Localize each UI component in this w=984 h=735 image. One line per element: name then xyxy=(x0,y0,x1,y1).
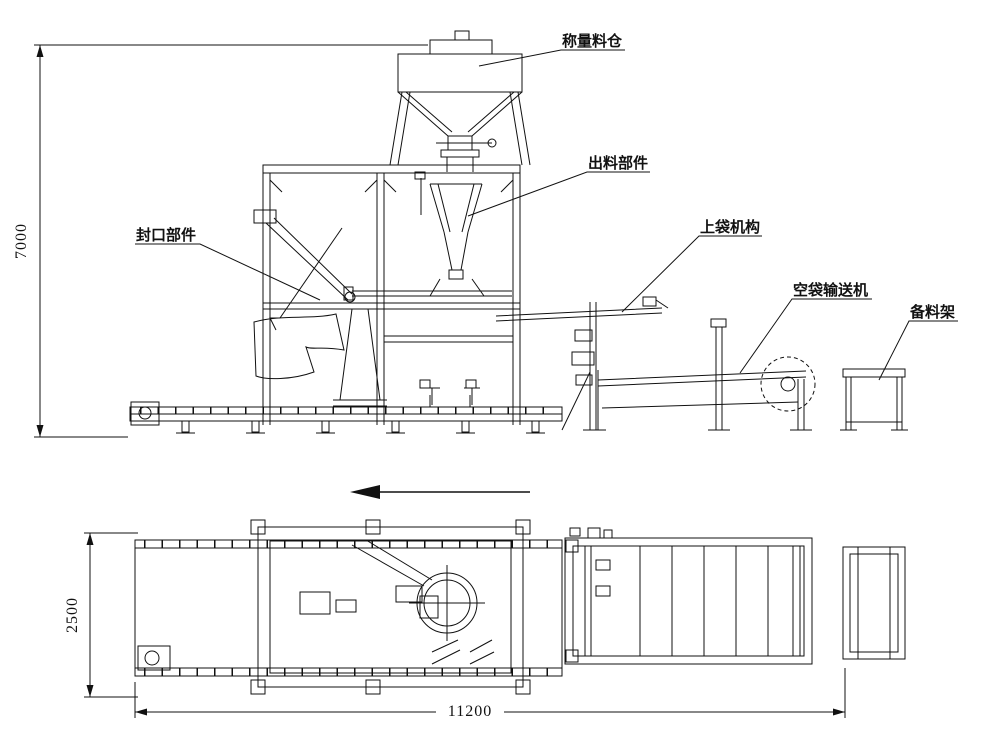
dimensions: 7000 2500 11200 xyxy=(13,44,846,720)
plan-machine-frame xyxy=(250,519,531,695)
product-conveyor xyxy=(129,401,563,434)
label-sealing-part: 封口部件 xyxy=(136,226,196,244)
bag-loading-mechanism xyxy=(495,296,669,431)
callout-stock-rack: 备料架 xyxy=(878,303,958,381)
callout-bag-loading: 上袋机构 xyxy=(621,218,762,313)
callout-sealing-part: 封口部件 xyxy=(135,226,321,301)
plan-view xyxy=(134,519,906,695)
empty-bag-conveyor xyxy=(590,318,816,431)
dimension-length-11200: 11200 xyxy=(134,668,846,720)
callout-weighing-hopper: 称量料仓 xyxy=(478,32,625,67)
front-view xyxy=(129,30,908,434)
label-discharge-part: 出料部件 xyxy=(588,154,648,172)
stock-rack xyxy=(840,368,908,431)
sealing-assembly xyxy=(253,209,356,380)
dimension-width-2500: 2500 xyxy=(64,532,138,698)
callout-empty-bag-conveyor: 空袋输送机 xyxy=(739,281,872,374)
flow-arrow xyxy=(350,485,530,499)
dimension-height-7000: 7000 xyxy=(13,44,428,438)
plan-conveyor xyxy=(134,539,563,677)
label-weighing-hopper: 称量料仓 xyxy=(562,32,623,50)
support-frame xyxy=(262,164,521,425)
dim-height-text: 7000 xyxy=(13,223,30,259)
dim-width-text: 2500 xyxy=(64,597,81,633)
label-bag-loading: 上袋机构 xyxy=(700,218,760,236)
label-empty-bag-conveyor: 空袋输送机 xyxy=(793,281,868,299)
callouts: 称量料仓 出料部件 封口部件 上袋机构 空袋输送机 备料架 xyxy=(135,32,958,381)
discharge-assembly xyxy=(343,171,512,301)
weighing-hopper xyxy=(389,30,531,172)
plan-bag-conveyor xyxy=(564,527,813,665)
plan-stock-rack xyxy=(842,546,906,660)
label-stock-rack: 备料架 xyxy=(909,303,955,321)
dim-length-text: 11200 xyxy=(448,703,492,720)
callout-discharge-part: 出料部件 xyxy=(467,154,650,217)
